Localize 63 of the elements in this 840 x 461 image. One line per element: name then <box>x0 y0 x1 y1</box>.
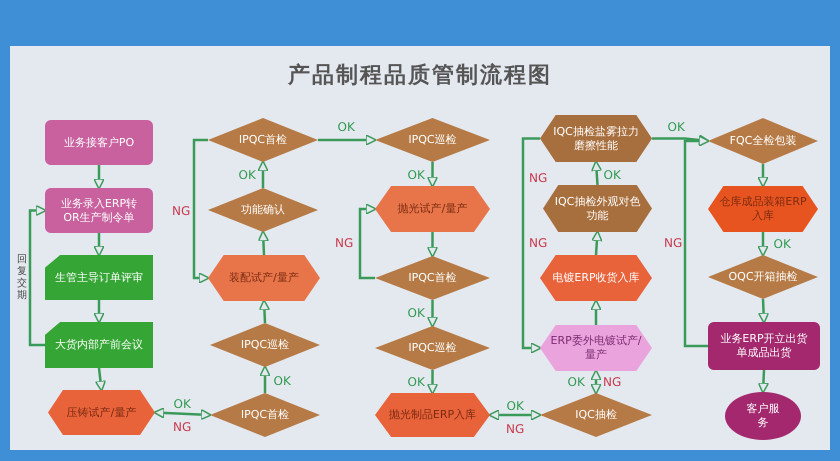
decision-diamond: OQC开箱抽检 <box>708 255 818 299</box>
decision-diamond: IPQC巡检 <box>375 326 490 370</box>
process-box: 业务ERP开立出货单成品出货 <box>708 322 820 370</box>
decision-diamond: IPQC巡检 <box>210 323 320 367</box>
process-box: 生管主导订单评审 <box>45 255 153 300</box>
arrow <box>426 370 438 395</box>
hexagon-box: 抛光试产/量产 <box>375 186 490 232</box>
decision-diamond: FQC全检包装 <box>708 118 818 164</box>
arrow <box>758 298 770 324</box>
status-label: NG <box>172 420 192 434</box>
status-label: NG <box>528 236 548 250</box>
decision-diamond: IPQC首检 <box>208 118 318 162</box>
status-label: NG <box>505 422 526 436</box>
arrow <box>488 409 542 421</box>
arrow <box>426 232 438 258</box>
arrow <box>318 134 377 146</box>
hexagon-box: ERP委外电镀试产/量产 <box>540 325 652 371</box>
arrow <box>758 370 770 394</box>
edge-label: NG <box>528 172 548 184</box>
arrow <box>426 162 438 188</box>
title: 产品制程品质管制流程图 <box>287 62 553 90</box>
arrow <box>426 300 438 328</box>
arrow <box>93 300 105 324</box>
arrow <box>257 160 269 188</box>
arrow <box>258 299 270 324</box>
edge-label: NG <box>171 204 192 218</box>
arrow <box>591 230 603 256</box>
arrow <box>192 138 210 284</box>
edge-label: 回复交期 <box>16 254 28 302</box>
arrow <box>258 230 270 256</box>
arrow <box>93 165 105 190</box>
arrow <box>652 134 710 146</box>
arrow <box>590 369 602 395</box>
arrow <box>358 203 377 280</box>
arrow <box>93 233 105 257</box>
arrow <box>684 135 710 348</box>
hexagon-box: 压铸试产/量产 <box>48 390 155 435</box>
process-box: 业务接客户PO <box>45 120 153 165</box>
process-box: 业务录入ERP转OR生产制令单 <box>45 188 153 233</box>
status-label: NG <box>602 376 622 388</box>
edge-label: NG <box>334 236 354 250</box>
decision-diamond: IPQC首检 <box>375 256 490 300</box>
arrow <box>522 137 542 354</box>
arrow <box>757 164 769 188</box>
hexagon-box: IQC抽检外观对色功能 <box>543 185 652 232</box>
arrow <box>28 204 47 346</box>
decision-diamond: IPQC首检 <box>210 393 320 437</box>
decision-diamond: IPQC巡检 <box>375 118 490 162</box>
decision-diamond: 功能确认 <box>208 188 318 232</box>
hexagon-box: 仓库成品装箱ERP入库 <box>708 186 818 232</box>
arrow <box>757 232 769 257</box>
arrow <box>153 407 212 420</box>
hexagon-box: 抛光制品ERP入库 <box>375 393 490 437</box>
edge-label: NG <box>663 236 684 250</box>
process-box: 大货内部产前会议 <box>45 322 153 368</box>
hexagon-box: 电镀ERP收货入库 <box>540 255 652 301</box>
arrow <box>590 299 602 325</box>
arrow <box>590 160 602 186</box>
decision-diamond: IQC抽检 <box>540 393 652 437</box>
arrow <box>259 365 271 393</box>
hexagon-box: IQC抽检盐雾拉力磨擦性能 <box>540 115 652 162</box>
hexagon-box: 装配试产/量产 <box>208 255 320 301</box>
arrow <box>94 368 106 392</box>
